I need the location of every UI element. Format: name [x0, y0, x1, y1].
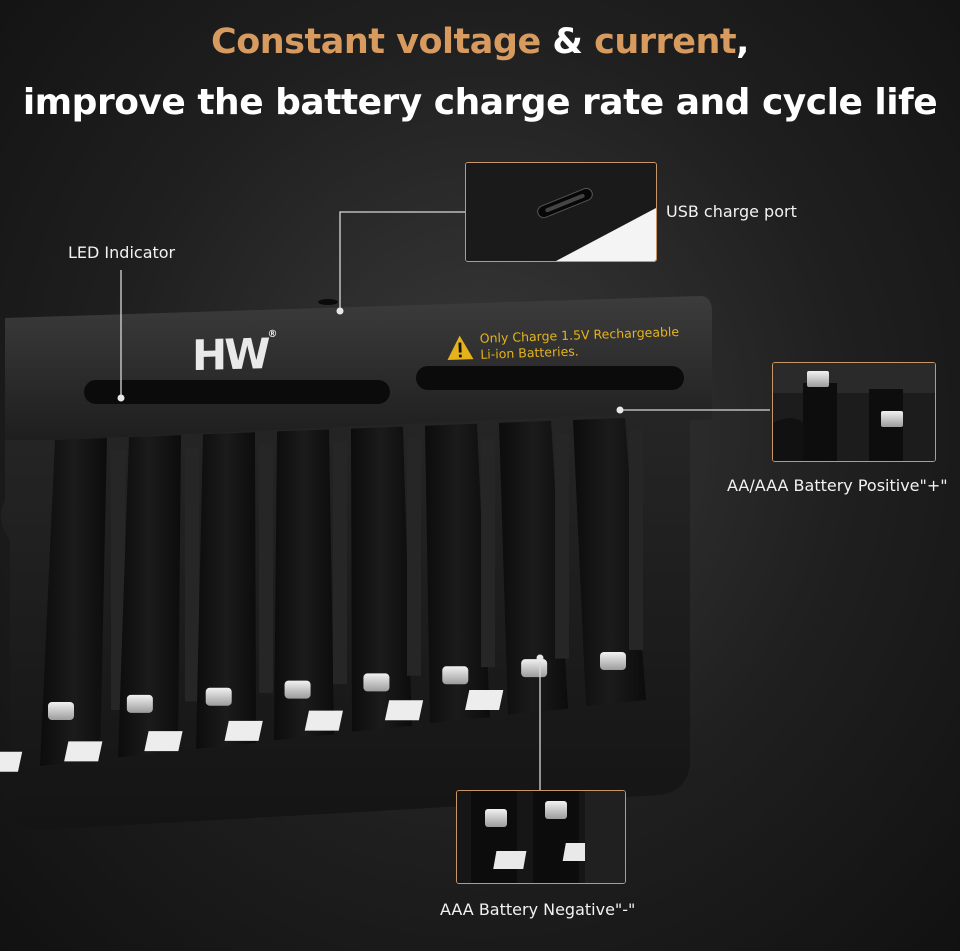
led-indicator-label: LED Indicator: [68, 243, 176, 262]
callout-dots: [117, 307, 624, 662]
headline-accent-2: current: [594, 22, 737, 62]
negative-contact: [64, 741, 103, 762]
negative-contact: [0, 751, 23, 772]
negative-contact: [144, 731, 183, 752]
positive-contact: [600, 652, 626, 670]
led-bar-right: [416, 366, 684, 390]
positive-contact: [48, 702, 74, 720]
positive-contact: [284, 680, 311, 699]
usb-port-label: USB charge port: [666, 202, 797, 221]
slot-cavity: [425, 423, 490, 724]
slot-divider: [481, 435, 495, 668]
positive-contact: [126, 694, 153, 713]
slot-divider: [407, 438, 421, 676]
slot-cavity: [499, 420, 568, 715]
slot-divider: [111, 450, 125, 710]
battery-slots: [0, 418, 646, 772]
headline-accent-1: Constant voltage: [211, 22, 541, 62]
brand-logo: HW®: [192, 328, 278, 381]
negative-contact: [384, 700, 424, 721]
slot-cavity: [196, 432, 256, 749]
usb-port-inset: [465, 162, 657, 262]
headline-line-1: Constant voltage & current,: [0, 22, 960, 62]
positive-contact: [521, 659, 548, 678]
negative-terminal-inset: [456, 790, 626, 884]
negative-contact: [304, 710, 343, 731]
slot-divider: [185, 447, 199, 702]
slot-cavity: [40, 438, 107, 766]
warning-triangle-icon: [447, 335, 474, 361]
slot-cavity: [573, 418, 646, 706]
led-bar-left: [84, 380, 390, 404]
slot-cavity: [118, 435, 181, 758]
warning-label: Only Charge 1.5V Rechargeable Li-ion Bat…: [446, 324, 680, 364]
positive-contact: [363, 673, 390, 692]
positive-terminal-label: AA/AAA Battery Positive"+": [727, 476, 948, 495]
slot-divider: [555, 432, 569, 659]
positive-contact: [442, 666, 469, 685]
slot-cavity: [274, 429, 334, 741]
negative-contact: [224, 720, 263, 741]
slot-divider: [259, 444, 273, 693]
slot-divider: [629, 430, 643, 650]
callout-lines: [120, 211, 770, 792]
positive-contact: [205, 687, 232, 706]
slot-divider: [333, 441, 347, 685]
negative-contact: [465, 690, 504, 710]
headline-ampersand: &: [552, 22, 583, 62]
slot-cavity: [351, 426, 412, 732]
headline-comma: ,: [736, 22, 749, 62]
positive-terminal-inset: [772, 362, 936, 462]
negative-terminal-label: AAA Battery Negative"-": [440, 900, 636, 919]
headline-line-2: improve the battery charge rate and cycl…: [22, 82, 938, 123]
